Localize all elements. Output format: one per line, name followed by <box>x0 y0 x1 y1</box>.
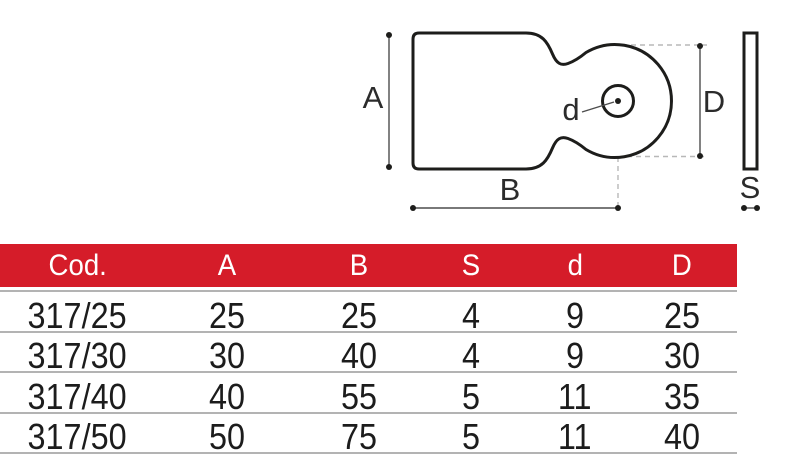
dim-dot <box>410 205 416 211</box>
header-cell-b: B <box>350 248 369 282</box>
label-s: S <box>740 170 761 205</box>
table-row: 317/50 50 75 5 11 40 <box>0 414 737 455</box>
spec-table-header: Cod. A B S d D <box>0 244 737 287</box>
dim-dot <box>697 153 703 159</box>
dim-dot <box>386 32 392 38</box>
cell-s: 5 <box>461 375 480 417</box>
plate-outline <box>411 31 673 171</box>
cell-dd: 40 <box>664 416 701 458</box>
cell-b: 75 <box>341 416 378 458</box>
label-d-small: d <box>562 92 579 127</box>
table-row: 317/25 25 25 4 9 25 <box>0 292 737 333</box>
cell-d: 11 <box>558 416 592 458</box>
label-d-cap: D <box>703 84 725 119</box>
cell-b: 25 <box>341 294 378 336</box>
cell-d: 9 <box>565 294 584 336</box>
leader-line-d <box>581 101 615 113</box>
hole-center-dot <box>615 98 621 104</box>
cell-a: 30 <box>209 335 246 377</box>
cell-dd: 25 <box>664 294 701 336</box>
dim-dot <box>615 205 621 211</box>
cell-dd: 30 <box>664 335 701 377</box>
cell-b: 55 <box>341 375 378 417</box>
header-cell-s: S <box>461 248 480 282</box>
cell-b: 40 <box>341 335 378 377</box>
dim-dot <box>754 205 760 211</box>
dim-dot <box>386 164 392 170</box>
header-cell-dd: D <box>672 248 693 282</box>
dim-dot <box>741 205 747 211</box>
cell-s: 5 <box>461 416 480 458</box>
technical-drawing: A B d D S <box>363 31 761 211</box>
label-a: A <box>363 80 384 115</box>
cell-cod: 317/50 <box>27 416 127 458</box>
cell-dd: 35 <box>664 375 701 417</box>
cell-a: 50 <box>209 416 246 458</box>
header-cell-d: d <box>567 248 583 282</box>
cell-d: 11 <box>558 375 592 417</box>
table-row: 317/30 30 40 4 9 30 <box>0 333 737 374</box>
label-b: B <box>500 172 521 207</box>
cell-cod: 317/25 <box>27 294 127 336</box>
cell-a: 40 <box>209 375 246 417</box>
table-row: 317/40 40 55 5 11 35 <box>0 373 737 414</box>
cell-d: 9 <box>565 335 584 377</box>
spec-table: Cod. A B S d D 317/25 25 25 4 9 25 317/3… <box>0 244 737 455</box>
cell-cod: 317/30 <box>27 335 127 377</box>
cell-cod: 317/40 <box>27 375 127 417</box>
spec-table-body: 317/25 25 25 4 9 25 317/30 30 40 4 9 30 … <box>0 290 737 455</box>
header-cell-cod: Cod. <box>48 248 107 282</box>
cell-a: 25 <box>209 294 246 336</box>
header-cell-a: A <box>217 248 237 282</box>
cell-s: 4 <box>461 335 480 377</box>
dim-dot <box>697 43 703 49</box>
cell-s: 4 <box>461 294 480 336</box>
side-view <box>742 31 759 171</box>
